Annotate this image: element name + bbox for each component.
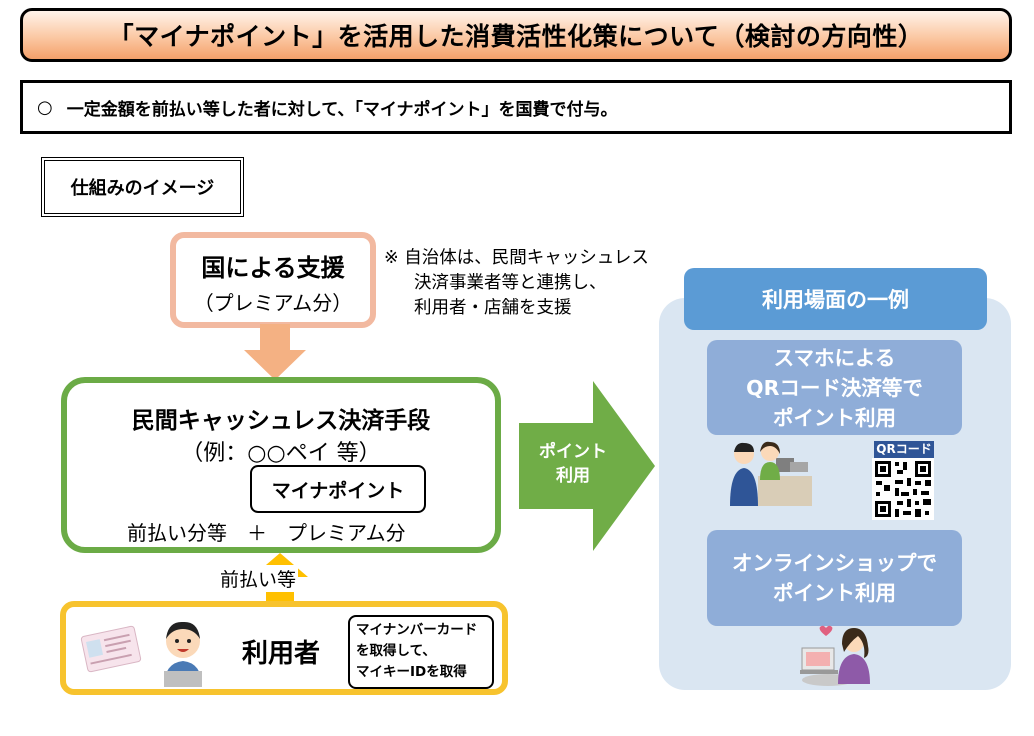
usage-line: QRコード決済等で [746, 375, 923, 400]
qr-code-icon [872, 458, 934, 520]
usage-qr-payment: スマホによる QRコード決済等で ポイント利用 [707, 340, 962, 435]
user-label: 利用者 [242, 639, 321, 669]
arrow-label-line: ポイント [539, 442, 607, 462]
page-title: 「マイナポイント」を活用した消費活性化策について（検討の方向性） [20, 8, 1012, 62]
gov-support-sub: （プレミアム分） [193, 291, 353, 315]
card-instruction-box: マイナンバーカード を取得して、 マイキーIDを取得 [348, 615, 494, 689]
summary-box: ○ 一定金額を前払い等した者に対して、「マイナポイント」を国費で付与。 [20, 80, 1012, 134]
cashless-example: （例：○○ペイ 等） [181, 441, 381, 466]
down-arrow-icon [244, 324, 306, 380]
note-line: 利用者・店舗を支援 [414, 298, 572, 318]
usage-line: オンラインショップで [732, 551, 937, 575]
card-line: マイナンバーカード [356, 622, 478, 638]
mynumber-card-icon [80, 625, 142, 673]
usage-line: ポイント利用 [773, 581, 896, 605]
usage-online-shop: オンラインショップで ポイント利用 [707, 530, 962, 626]
gov-support-title: 国による支援 [201, 254, 345, 282]
usage-panel-title: 利用場面の一例 [684, 268, 987, 330]
online-shopping-icon [800, 625, 870, 686]
cashless-breakdown: 前払い分等 ＋ プレミアム分 [127, 521, 406, 545]
user-person-icon [164, 621, 202, 687]
card-line: を取得して、 [356, 643, 436, 659]
cashless-title: 民間キャッシュレス決済手段 [131, 408, 431, 434]
summary-bullet: ○ [37, 96, 53, 118]
card-line: マイキーIDを取得 [356, 664, 467, 680]
summary-text: 一定金額を前払い等した者に対して、「マイナポイント」を国費で付与。 [66, 99, 618, 120]
usage-line: ポイント利用 [773, 405, 896, 430]
arrow-label-line: 利用 [556, 466, 590, 486]
mechanism-label: 仕組みのイメージ [41, 157, 244, 217]
point-use-arrow-label: ポイント 利用 [525, 440, 621, 488]
point-use-arrow-icon [519, 381, 655, 551]
prepaid-label: 前払い等 [218, 565, 299, 592]
user-box: 利用者 マイナンバーカード を取得して、 マイキーIDを取得 [60, 601, 508, 695]
qr-code-label: QRコード [874, 441, 934, 458]
note-line: 決済事業者等と連携し、 [414, 273, 607, 293]
note-line: ※ 自治体は、民間キャッシュレス [384, 248, 649, 268]
shop-cashier-icon [730, 441, 812, 506]
mynapoint-box: マイナポイント [250, 465, 426, 513]
municipality-note: ※ 自治体は、民間キャッシュレス 決済事業者等と連携し、 利用者・店舗を支援 [384, 246, 684, 321]
cashless-payment-box: 民間キャッシュレス決済手段 （例：○○ペイ 等） マイナポイント 前払い分等 ＋… [61, 377, 501, 553]
gov-support-box: 国による支援 （プレミアム分） [170, 232, 376, 328]
usage-line: スマホによる [773, 345, 896, 370]
